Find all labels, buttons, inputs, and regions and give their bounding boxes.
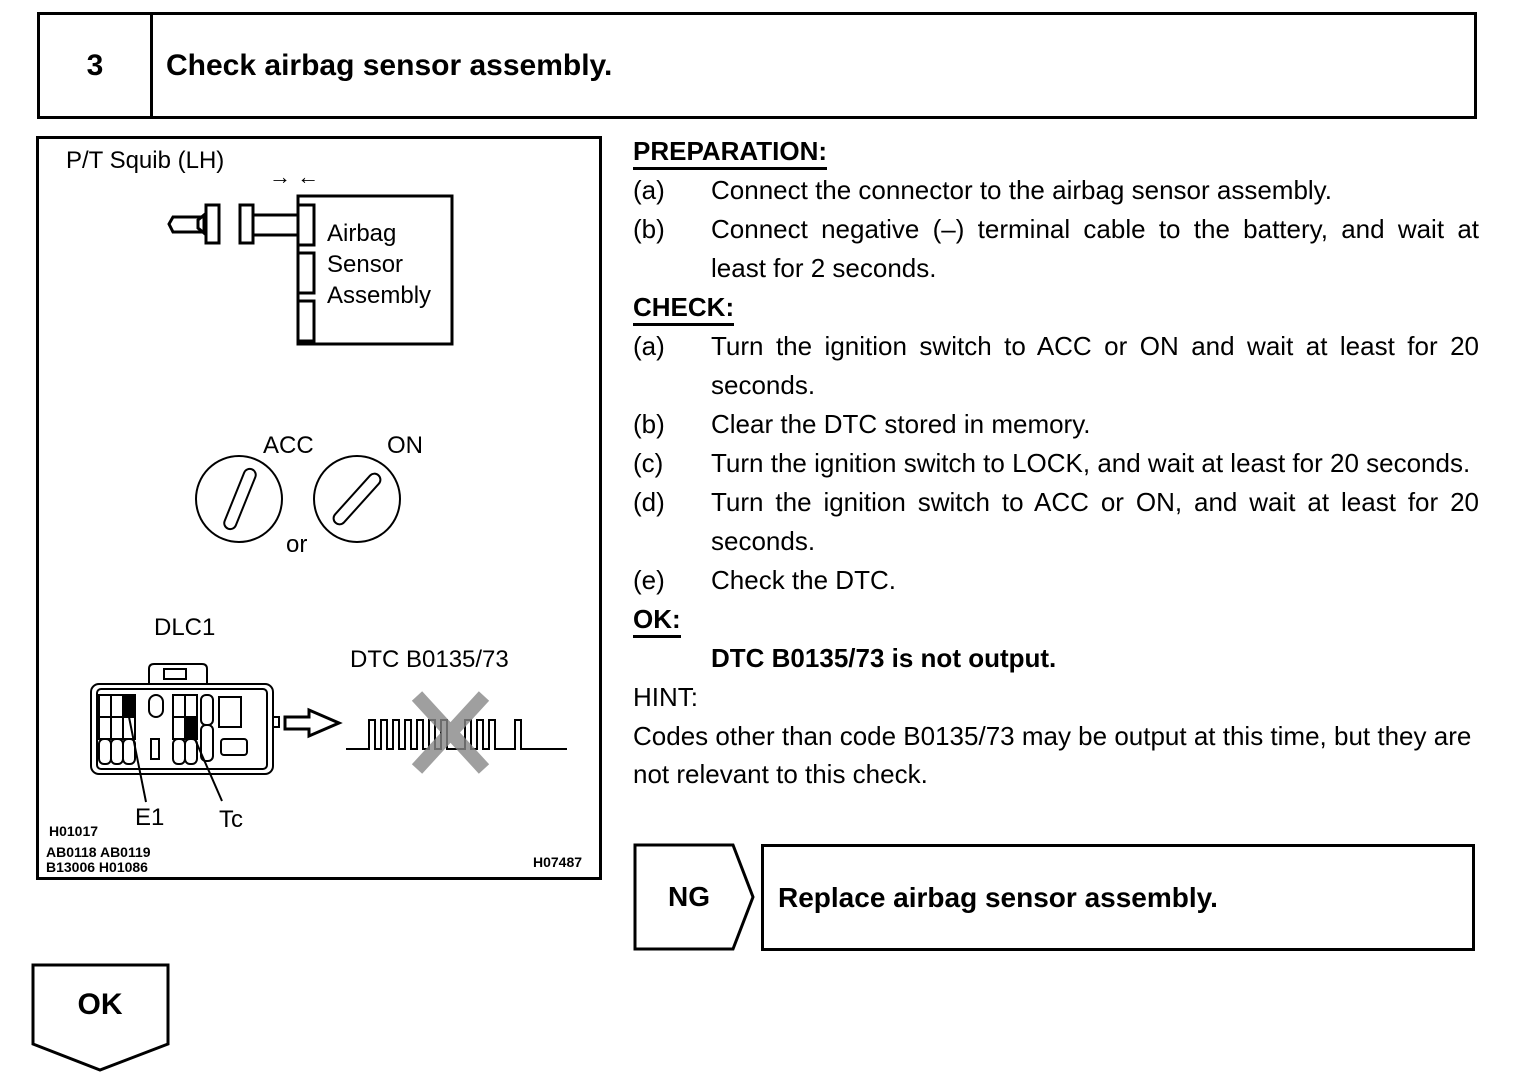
dtc-label: DTC B0135/73 bbox=[350, 646, 509, 673]
airbag-sensor-assembly-icon bbox=[296, 194, 454, 346]
ng-label: NG bbox=[668, 881, 710, 912]
ref-code-2: AB0118 AB0119 bbox=[46, 844, 151, 860]
sensor-assembly-label: Airbag Sensor Assembly bbox=[327, 220, 432, 309]
ignition-switch-acc-icon bbox=[195, 455, 283, 543]
diagram-drawing bbox=[90, 194, 567, 803]
ref-code-3: B13006 H01086 bbox=[46, 859, 148, 875]
not-output-cross-icon bbox=[411, 691, 490, 774]
check-item: (d) Turn the ignition switch to ACC or O… bbox=[633, 487, 1479, 556]
step-number: 3 bbox=[40, 15, 153, 116]
procedure-text: PREPARATION: (a) Connect the connector t… bbox=[633, 132, 1479, 793]
preparation-item: (b) Connect negative (–) terminal cable … bbox=[633, 214, 1479, 283]
ok-result: DTC B0135/73 is not output. bbox=[711, 643, 1057, 673]
ok-branch-tag-icon bbox=[31, 963, 170, 1072]
ng-branch-tag-icon bbox=[633, 843, 755, 951]
terminal-e1-label: E1 bbox=[135, 804, 165, 831]
ok-branch-label: OK bbox=[77, 988, 123, 1021]
diagram-figure: P/T Squib (LH) → ← Airbag Sensor Assembl… bbox=[36, 136, 602, 880]
check-heading: CHECK: bbox=[633, 291, 735, 326]
squib-connector-icon bbox=[167, 203, 300, 245]
switch-or-label: or bbox=[286, 531, 308, 558]
ng-action-text: Replace airbag sensor assembly. bbox=[778, 881, 1218, 913]
hint-text: Codes other than code B0135/73 may be ou… bbox=[633, 721, 1472, 789]
check-item: (b) Clear the DTC stored in memory. bbox=[633, 409, 1091, 439]
check-item: (a) Turn the ignition switch to ACC or O… bbox=[633, 331, 1479, 400]
squib-label: P/T Squib (LH) bbox=[66, 147, 225, 174]
dlc1-connector-icon bbox=[90, 663, 280, 775]
check-item: (e) Check the DTC. bbox=[633, 565, 896, 595]
arrow-right-icon bbox=[283, 707, 343, 739]
terminal-tc-label: Tc bbox=[219, 806, 243, 833]
step-title: Check airbag sensor assembly. bbox=[166, 48, 613, 82]
ignition-switch-on-icon bbox=[313, 455, 401, 543]
preparation-heading: PREPARATION: bbox=[633, 135, 828, 170]
ng-action-box: Replace airbag sensor assembly. bbox=[761, 844, 1475, 951]
step-header: 3 Check airbag sensor assembly. bbox=[37, 12, 1477, 119]
connect-arrows-icon: → ← bbox=[269, 164, 320, 189]
ref-code-1: H01017 bbox=[49, 823, 99, 839]
preparation-item: (a) Connect the connector to the airbag … bbox=[633, 175, 1332, 205]
hint-heading: HINT: bbox=[633, 682, 698, 712]
check-item: (c) Turn the ignition switch to LOCK, an… bbox=[633, 448, 1471, 478]
switch-on-label: ON bbox=[387, 432, 423, 459]
tc-leader-line bbox=[193, 736, 223, 802]
ok-heading: OK: bbox=[633, 603, 681, 638]
dlc-label: DLC1 bbox=[154, 614, 216, 641]
switch-acc-label: ACC bbox=[263, 432, 314, 459]
figure-id: H07487 bbox=[533, 854, 583, 870]
e1-leader-line bbox=[128, 716, 147, 803]
